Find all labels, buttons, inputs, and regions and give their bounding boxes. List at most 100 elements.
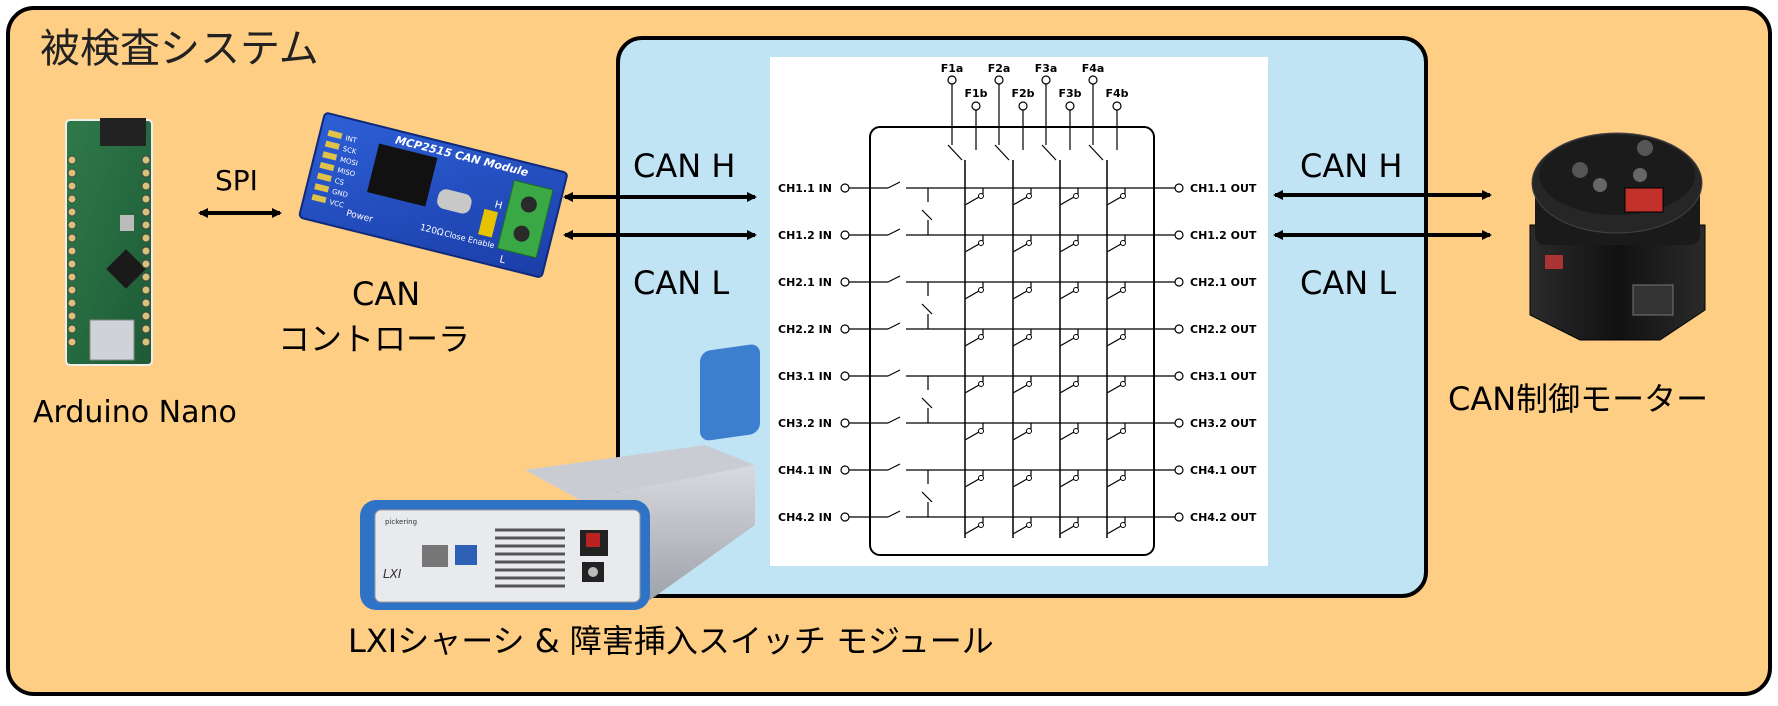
matrix-frame <box>869 126 1155 556</box>
board-pin <box>316 172 332 182</box>
fault-switch-contact <box>1026 240 1032 246</box>
fault-switch <box>1106 384 1122 394</box>
fault-selector <box>947 144 963 161</box>
arduino-pin <box>67 285 77 295</box>
board-pin-label: INT <box>344 134 358 145</box>
fault-switch-contact <box>1026 522 1032 528</box>
fault-selector <box>994 144 1010 161</box>
board-pin <box>311 193 327 204</box>
channel-series-switch <box>887 228 901 236</box>
left-can-l-label: CAN L <box>633 264 729 302</box>
channel-input-label: CH1.1 IN <box>778 182 832 195</box>
arduino-pin <box>141 272 151 282</box>
fault-switch <box>964 384 980 394</box>
arduino-pin <box>67 259 77 269</box>
board-pin-label: CS <box>334 177 346 187</box>
arduino-pin <box>141 259 151 269</box>
fault-b-label: F2b <box>1011 87 1034 100</box>
fault-switch <box>1012 196 1028 206</box>
fault-switch <box>964 290 980 300</box>
can-controller-label-line1: CAN <box>352 275 420 313</box>
arduino-label: Arduino Nano <box>33 395 237 430</box>
fault-switch <box>1012 290 1028 300</box>
fault-switch <box>1106 337 1122 347</box>
fault-a-terminal <box>994 75 1004 85</box>
arduino-pin <box>141 155 151 165</box>
channel-output-terminal <box>1174 465 1184 475</box>
channel-output-label: CH1.2 OUT <box>1190 229 1257 242</box>
pair-short-switch <box>921 303 933 315</box>
chassis-label: LXIシャーシ & 障害挿入スイッチ モジュール <box>348 622 994 660</box>
fault-switch-contact <box>978 334 984 340</box>
channel-output-label: CH4.1 OUT <box>1190 464 1257 477</box>
fault-switch-contact <box>1120 334 1126 340</box>
board-pin <box>314 183 330 193</box>
fault-switch <box>964 431 980 441</box>
arduino-pin <box>141 233 151 243</box>
channel-series-switch <box>887 510 901 518</box>
fault-a-terminal <box>1041 75 1051 85</box>
arduino-pin <box>67 233 77 243</box>
arduino-pin <box>67 311 77 321</box>
fault-switch <box>964 196 980 206</box>
fault-switch-contact <box>1026 381 1032 387</box>
channel-input-terminal <box>840 324 850 334</box>
fault-b-label: F1b <box>964 87 987 100</box>
arduino-pin <box>141 324 151 334</box>
fault-switch <box>1106 478 1122 488</box>
arduino-pin <box>67 207 77 217</box>
arduino-pin <box>141 194 151 204</box>
fault-switch-contact <box>1073 381 1079 387</box>
fault-switch-contact <box>978 381 984 387</box>
arduino-pin <box>141 285 151 295</box>
can-controller-label-line2: コントローラ <box>278 320 470 358</box>
arduino-nano-image <box>65 118 153 366</box>
fault-switch-contact <box>1120 193 1126 199</box>
fault-switch <box>964 337 980 347</box>
board-pin <box>327 129 343 140</box>
fault-switch <box>964 478 980 488</box>
channel-series-switch <box>887 322 901 330</box>
channel-input-terminal <box>840 371 850 381</box>
channel-series-switch <box>887 181 901 189</box>
arduino-pin <box>141 337 151 347</box>
arduino-pin <box>67 272 77 282</box>
fault-switch-contact <box>1073 475 1079 481</box>
fault-switch <box>1059 478 1075 488</box>
fault-switch-contact <box>1073 240 1079 246</box>
fault-switch <box>1012 337 1028 347</box>
channel-input-label: CH2.2 IN <box>778 323 832 336</box>
arduino-pin <box>67 324 77 334</box>
channel-input-label: CH3.1 IN <box>778 370 832 383</box>
channel-output-label: CH1.1 OUT <box>1190 182 1257 195</box>
fault-switch-contact <box>1073 287 1079 293</box>
fault-switch <box>1106 525 1122 535</box>
fault-switch <box>1059 337 1075 347</box>
arduino-pin <box>141 311 151 321</box>
arduino-pin <box>67 337 77 347</box>
fault-selector <box>1088 144 1104 161</box>
left-can-h-label: CAN H <box>633 147 735 185</box>
board-pin-label: VCC <box>328 198 344 209</box>
channel-input-label: CH1.2 IN <box>778 229 832 242</box>
arduino-pin <box>67 220 77 230</box>
fault-a-label: F4a <box>1082 62 1105 75</box>
channel-input-terminal <box>840 418 850 428</box>
fault-a-terminal <box>1088 75 1098 85</box>
board-l-label: L <box>498 254 506 266</box>
fault-switch-contact <box>1026 475 1032 481</box>
fault-b-terminal <box>971 101 981 111</box>
motor-label: CAN制御モーター <box>1448 380 1708 418</box>
lxi-chassis-image: LXI pickering <box>360 344 760 610</box>
fault-switch-contact <box>978 193 984 199</box>
board-pin-label: SCK <box>342 145 358 156</box>
fault-switch-contact <box>1073 428 1079 434</box>
fault-switch <box>1106 243 1122 253</box>
fault-b-terminal <box>1112 101 1122 111</box>
right-can-l-label: CAN L <box>1300 264 1396 302</box>
board-h-label: H <box>493 199 503 211</box>
arduino-pin <box>67 194 77 204</box>
